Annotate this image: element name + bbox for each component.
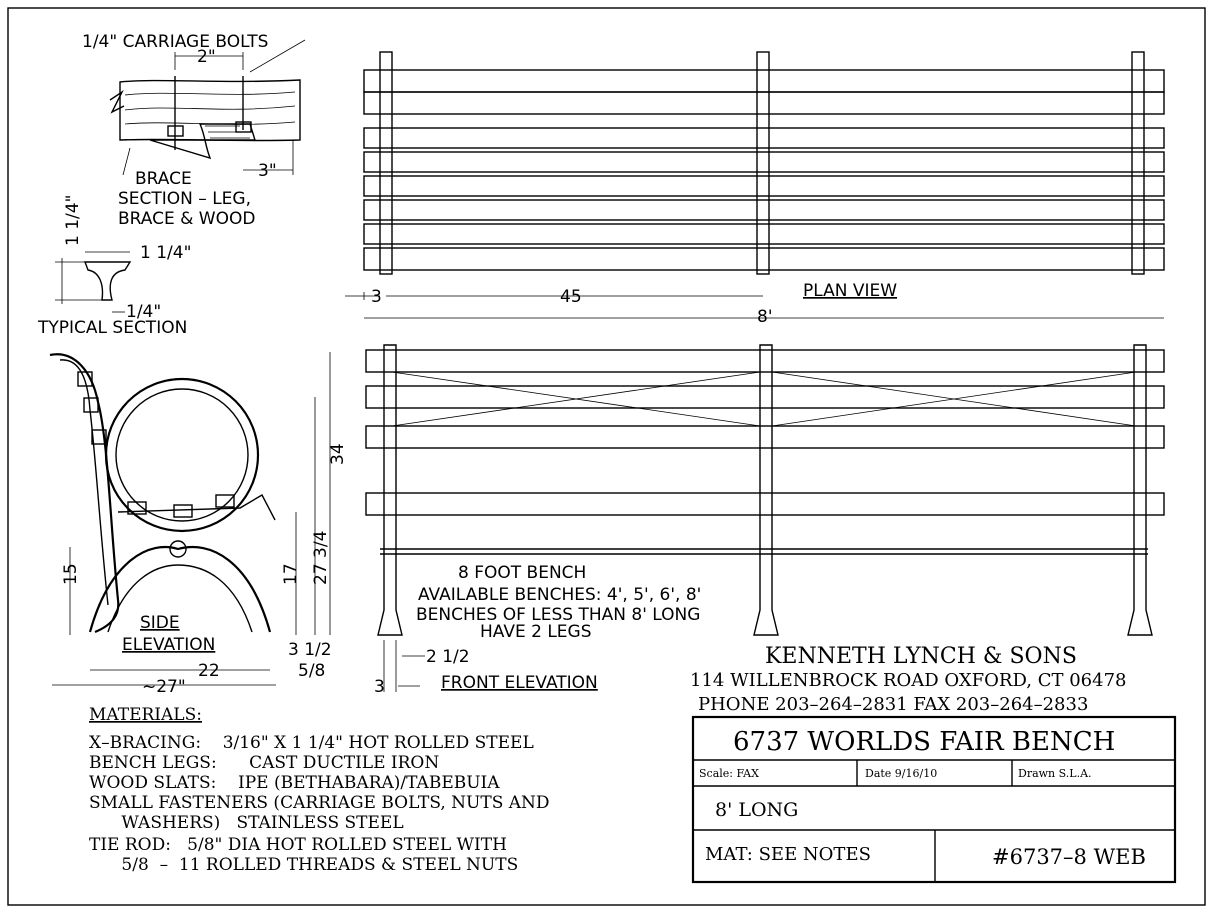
title-block: 6737 WORLDS FAIR BENCH Scale: FAX Date 9…	[691, 715, 1177, 884]
materials-line: WASHERS) STAINLESS STEEL	[89, 813, 404, 833]
front-leg-dimension: 2 1/2	[426, 647, 470, 667]
materials-line: TIE ROD: 5/8" DIA HOT ROLLED STEEL WITH	[89, 835, 507, 855]
sheet-border	[7, 7, 1206, 906]
material-field: MAT: SEE NOTES	[705, 844, 871, 865]
company-name: KENNETH LYNCH & SONS	[765, 644, 1077, 669]
section-title-2: BRACE & WOOD	[118, 209, 255, 229]
materials-line: SMALL FASTENERS (CARRIAGE BOLTS, NUTS AN…	[89, 793, 550, 813]
side-elevation: 34 27 3/4 17 15 3 1/2 5/8 22 ~27" SIDE E…	[49, 352, 348, 697]
part-number: #6737–8 WEB	[992, 845, 1146, 869]
typical-section: 1 1/4" 1 1/4" 1/4" TYPICAL SECTION	[37, 195, 191, 338]
length-field: 8' LONG	[715, 799, 798, 821]
bench-note-2: BENCHES OF LESS THAN 8' LONG	[416, 605, 700, 625]
side-overall-dimension: ~27"	[142, 677, 186, 697]
plan-view-title: PLAN VIEW	[803, 281, 897, 301]
company-block: KENNETH LYNCH & SONS 114 WILLENBROCK ROA…	[690, 644, 1126, 715]
materials-notes: MATERIALS: X–BRACING: 3/16" X 1 1/4" HOT…	[89, 705, 550, 875]
section-title-1: SECTION – LEG,	[118, 189, 251, 209]
side-base-dimension: 15	[61, 563, 81, 585]
side-height-dimension: 34	[328, 443, 348, 465]
bench-title: 8 FOOT BENCH	[458, 563, 586, 583]
width-dimension: 1 1/4"	[140, 243, 191, 263]
plan-view: 3 45 8' PLAN VIEW	[345, 51, 1165, 327]
typical-section-title: TYPICAL SECTION	[37, 318, 187, 338]
front-elevation: 2 1/2 3 FRONT ELEVATION 8 FOOT BENCH AVA…	[365, 344, 1165, 697]
side-foot-dimension: 5/8	[298, 661, 325, 681]
bench-note-3: HAVE 2 LEGS	[480, 622, 592, 642]
bolt-spacing: 2"	[197, 47, 216, 67]
front-end-dimension: 3	[374, 677, 385, 697]
materials-line: 5/8 – 11 ROLLED THREADS & STEEL NUTS	[89, 855, 518, 875]
plan-span-dimension: 45	[560, 287, 582, 307]
materials-line: BENCH LEGS: CAST DUCTILE IRON	[89, 753, 439, 773]
materials-heading: MATERIALS:	[89, 705, 202, 725]
company-phone: PHONE 203–264–2831 FAX 203–264–2833	[698, 694, 1088, 715]
plan-overall-dimension: 8'	[757, 307, 773, 327]
drawing-title: 6737 WORLDS FAIR BENCH	[733, 727, 1115, 757]
side-seat-dimension: 17	[281, 563, 301, 585]
plan-end-dimension: 3	[371, 287, 382, 307]
height-dimension: 1 1/4"	[63, 195, 83, 246]
thickness-dimension: 1/4"	[126, 302, 161, 322]
company-address: 114 WILLENBROCK ROAD OXFORD, CT 06478	[690, 670, 1126, 691]
materials-line: WOOD SLATS: IPE (BETHABARA)/TABEBUIA	[89, 773, 500, 793]
section-detail: 1/4" CARRIAGE BOLTS 2" BRACE 3" SECTION …	[82, 32, 306, 229]
materials-line: X–BRACING: 3/16" X 1 1/4" HOT ROLLED STE…	[89, 733, 534, 753]
bench-note-1: AVAILABLE BENCHES: 4', 5', 6', 8'	[418, 585, 701, 605]
side-elevation-title-2: ELEVATION	[122, 635, 215, 655]
scale-field: Scale: FAX	[699, 767, 759, 780]
date-field: Date 9/16/10	[865, 767, 937, 780]
brace-label: BRACE	[135, 169, 192, 189]
side-width-dimension: 22	[198, 661, 220, 681]
front-elevation-title: FRONT ELEVATION	[441, 673, 598, 693]
offset-dimension: 3"	[258, 161, 277, 181]
side-elevation-title-1: SIDE	[140, 613, 180, 633]
side-leg-dimension: 3 1/2	[288, 640, 332, 660]
side-arm-dimension: 27 3/4	[311, 531, 331, 585]
bolts-label: 1/4" CARRIAGE BOLTS	[82, 32, 268, 52]
drawn-field: Drawn S.L.A.	[1018, 767, 1092, 780]
